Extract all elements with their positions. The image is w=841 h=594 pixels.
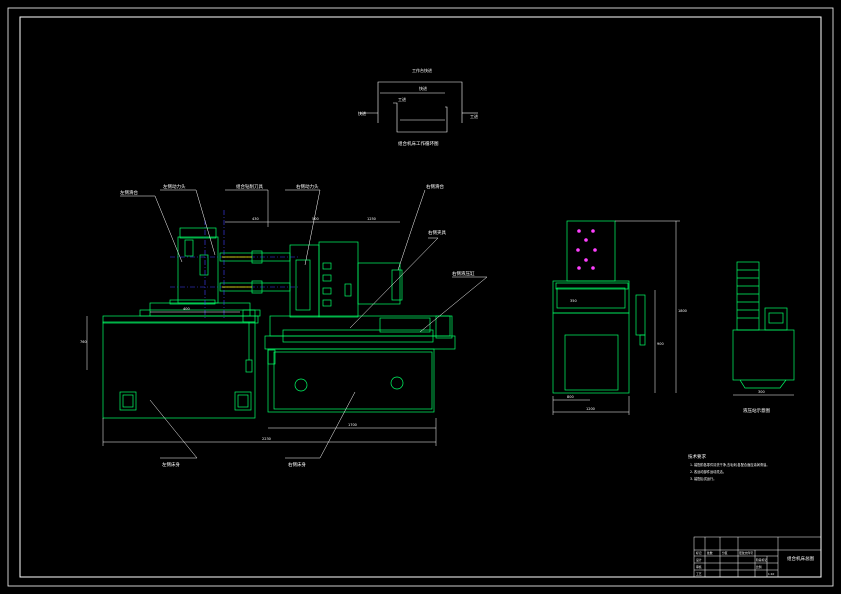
title-cell-4: 更改文件号: [739, 551, 753, 555]
cycle-inner-label: 快进: [419, 85, 427, 91]
third-view-caption: 液压站示意图: [743, 407, 770, 414]
title-cell-8: 阶段标记: [756, 558, 767, 562]
side-view-dims: [552, 220, 680, 415]
title-cell-5: 设计: [696, 558, 702, 562]
title-cell-2: 处数: [707, 551, 713, 555]
title-cell-7: 工艺: [696, 572, 702, 576]
dim-left-h: 760: [80, 340, 87, 344]
notes-line-3: 3. 装配后试运行。: [690, 476, 716, 481]
callout-c2: 左侧动力头: [163, 183, 186, 190]
title-cell-1: 标记: [696, 551, 702, 555]
dimension-lines: [86, 221, 437, 446]
cycle-left-label: 快进: [358, 110, 366, 116]
leader-lines: [120, 189, 488, 459]
drill-tools: [222, 256, 252, 288]
cycle-top-label: 工作台快进: [412, 67, 432, 73]
dim-side-h2: 900: [657, 342, 664, 346]
title-block-name: 组合机床总图: [787, 555, 814, 562]
callout-c5: 右侧滑台: [426, 183, 444, 190]
title-cell-10: 1:10: [768, 572, 775, 576]
dim-side-a: 800: [567, 395, 574, 399]
callout-c6: 右侧夹具: [428, 229, 446, 236]
cycle-right-label: 工进: [470, 113, 478, 119]
notes-title: 技术要求: [688, 453, 706, 460]
title-cell-9: 比例: [756, 565, 762, 569]
centerlines: [170, 210, 300, 318]
dim-side-small: 350: [570, 299, 577, 303]
callout-c1: 左侧滑台: [120, 189, 138, 196]
cycle-mid-label: 工进: [398, 96, 406, 102]
callout-c3: 组合钻削刀具: [236, 183, 263, 190]
dim-right-base: 1700: [348, 423, 357, 427]
main-front-view: [102, 227, 456, 419]
dim-top-b: 500: [312, 217, 319, 221]
dim-overall: 2230: [262, 437, 271, 441]
third-view: [732, 261, 795, 389]
cycle-caption: 组合机床工作循环图: [398, 140, 439, 147]
process-cycle-diagram: [360, 81, 478, 133]
callout-c4: 右侧动力头: [296, 183, 319, 190]
dim-mid: 400: [183, 307, 190, 311]
notes-line-1: 1. 装配前各零件清洗干净,去毛刺,各配合面应涂润滑油。: [690, 462, 769, 467]
dim-side-h1: 1800: [678, 309, 687, 313]
inner-border: [19, 16, 822, 578]
dim-top-a: 430: [252, 217, 259, 221]
title-block: [693, 536, 822, 578]
title-cell-6: 审核: [696, 565, 702, 569]
title-cell-3: 分区: [722, 551, 728, 555]
callout-c9: 右侧床身: [288, 461, 306, 468]
side-view: [552, 220, 646, 394]
dim-r-small: 300: [758, 390, 765, 394]
callout-c8: 左侧床身: [162, 461, 180, 468]
callout-c7: 右侧液压缸: [452, 270, 475, 277]
outer-border: [7, 7, 834, 587]
dim-side-b: 1200: [586, 407, 595, 411]
dim-top-c: 1250: [367, 217, 376, 221]
notes-line-2: 2. 各运动部件运动灵活。: [690, 469, 726, 474]
side-view-parts: [576, 229, 597, 270]
